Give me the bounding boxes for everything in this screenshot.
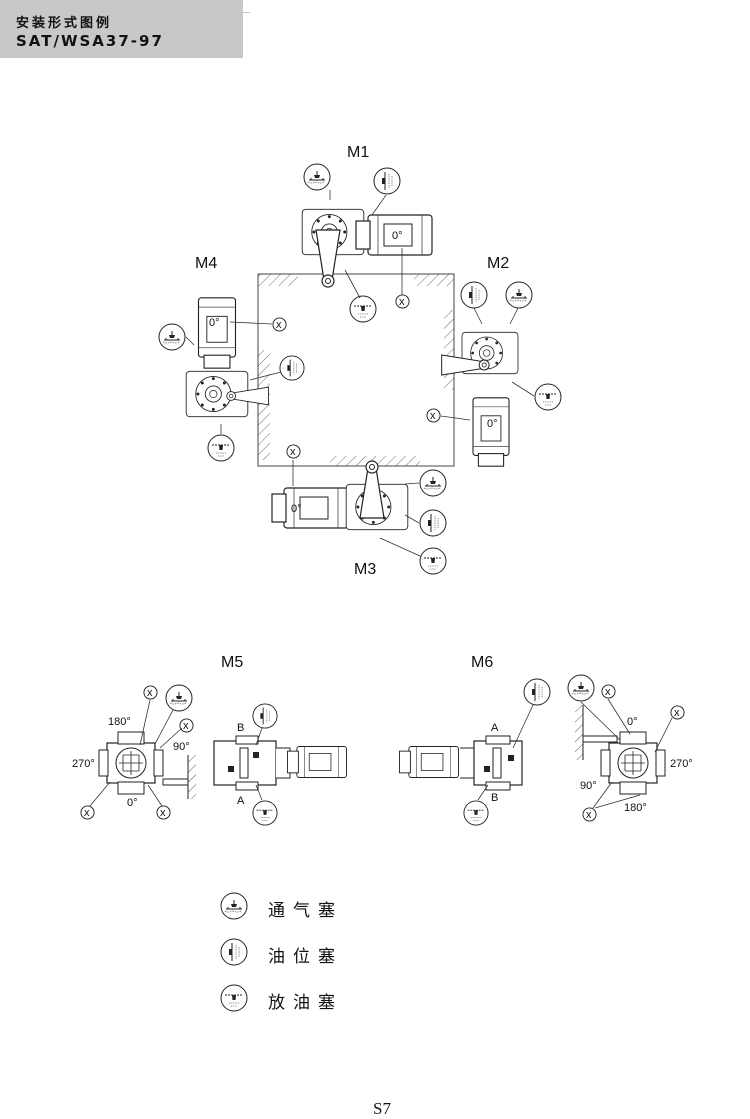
x-label-m6-right: x	[674, 707, 680, 719]
drain-plug-icon	[463, 800, 489, 826]
side-b-m5: B	[237, 722, 244, 734]
x-label-m5-right: x	[183, 720, 189, 732]
m6-end-view	[575, 705, 666, 795]
zero-mark-m2: 0°	[487, 418, 498, 430]
header-code: SAT/WSA37-97	[16, 32, 164, 50]
side-a-m5: A	[237, 795, 245, 807]
label-m4: M4	[195, 255, 217, 272]
drain-plug-icon	[207, 434, 235, 462]
drain-plug-icon	[419, 547, 447, 575]
m5-end-view	[98, 731, 196, 799]
motor-m5	[286, 745, 348, 779]
motor-m2	[472, 397, 510, 467]
oil-level-plug-icon	[252, 703, 278, 729]
breather-plug-icon	[419, 469, 447, 497]
x-label-m6-top: x	[605, 686, 611, 698]
m6-side-view	[460, 735, 523, 791]
position-m5: M5 180° 90° 270° 0° x x x x	[72, 654, 348, 826]
legend-label-oil-level: 油位塞	[268, 947, 343, 966]
angle-90-m5: 90°	[173, 741, 190, 753]
legend-label-breather: 通气塞	[268, 901, 343, 920]
side-a-m6: A	[491, 722, 499, 734]
oil-level-plug-icon	[419, 509, 447, 537]
legend-breather-plug-icon	[220, 892, 248, 920]
angle-0-m5: 0°	[127, 797, 138, 809]
position-m6: M6 A B 0° 270	[398, 654, 693, 826]
label-m2: M2	[487, 255, 509, 272]
drain-plug-icon	[252, 800, 278, 826]
motor-m4	[197, 297, 237, 369]
m5-side-view	[213, 735, 291, 791]
legend-oil-level-plug-icon	[220, 938, 248, 966]
breather-plug-icon	[505, 281, 533, 309]
position-m3: M3 0° x	[271, 444, 447, 578]
zero-mark-m1: 0°	[392, 230, 403, 242]
label-m1: M1	[347, 144, 369, 161]
breather-plug-icon	[303, 163, 331, 191]
x-label-m6-bottom: x	[586, 809, 592, 821]
header-rule	[243, 12, 250, 13]
position-m2: M2 0° x	[426, 255, 562, 467]
breather-plug-icon	[567, 674, 595, 702]
breather-plug-icon	[158, 323, 186, 351]
x-label-m2: x	[430, 410, 436, 422]
oil-level-plug-icon	[373, 167, 401, 195]
angle-180-m6: 180°	[624, 802, 647, 814]
motor-m6	[398, 745, 460, 779]
side-b-m6: B	[491, 792, 498, 804]
legend-label-drain: 放油塞	[268, 993, 343, 1012]
zero-mark-m3: 0°	[291, 503, 302, 515]
oil-level-plug-icon	[460, 281, 488, 309]
legend	[220, 892, 248, 1012]
motor-m3	[271, 487, 349, 529]
x-label-m5-top: x	[147, 687, 153, 699]
label-m3: M3	[354, 561, 376, 578]
header-title: 安装形式图例	[16, 16, 113, 31]
position-m4: M4 0° x	[158, 255, 305, 462]
page-number: S7	[373, 1099, 391, 1118]
torque-arm-m1	[315, 229, 341, 288]
x-label-m5-bottom: x	[160, 807, 166, 819]
drain-plug-icon	[534, 383, 562, 411]
x-label-m1: x	[399, 296, 405, 308]
label-m5: M5	[221, 654, 243, 671]
zero-mark-m4: 0°	[209, 317, 220, 329]
oil-level-plug-icon	[523, 678, 551, 706]
oil-level-plug-icon	[279, 355, 305, 381]
angle-180-m5: 180°	[108, 716, 131, 728]
angle-270-m6: 270°	[670, 758, 693, 770]
drain-plug-icon	[349, 295, 377, 323]
breather-plug-icon	[165, 684, 193, 712]
x-label-m5-left: x	[84, 807, 90, 819]
header-tab	[0, 0, 243, 58]
x-label-m4: x	[276, 319, 282, 331]
x-label-m3: x	[290, 446, 296, 458]
angle-270-m5: 270°	[72, 758, 95, 770]
angle-90-m6: 90°	[580, 780, 597, 792]
angle-0-m6: 0°	[627, 716, 638, 728]
label-m6: M6	[471, 654, 493, 671]
position-m1: M1 0° x	[301, 144, 433, 323]
legend-drain-plug-icon	[220, 984, 248, 1012]
